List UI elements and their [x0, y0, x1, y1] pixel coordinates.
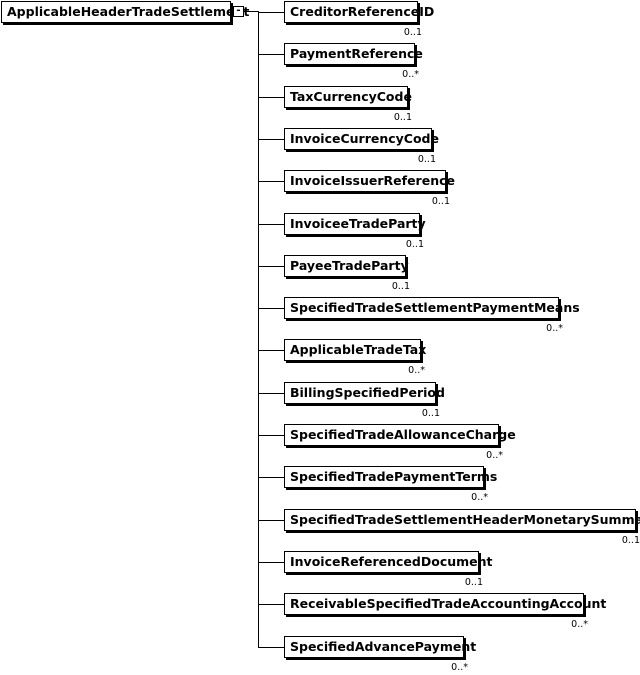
cardinality-label: 0..*: [402, 69, 419, 80]
child-element-node[interactable]: SpecifiedTradeAllowanceCharge: [284, 424, 516, 446]
element-name-label: SpecifiedTradeSettlementHeaderMonetarySu…: [290, 512, 640, 527]
element-name-label: InvoiceeTradeParty: [290, 216, 426, 231]
element-name-label: PaymentReference: [290, 46, 423, 61]
cardinality-label: 0..1: [417, 154, 436, 165]
element-name-label: PayeeTradeParty: [290, 258, 409, 273]
element-name-label: TaxCurrencyCode: [290, 89, 412, 104]
element-name-label: SpecifiedTradePaymentTerms: [290, 469, 498, 484]
element-name-label: InvoiceCurrencyCode: [290, 131, 439, 146]
cardinality-label: 0..*: [546, 323, 563, 334]
branch-connector: [258, 12, 284, 13]
branch-connector: [258, 181, 284, 182]
root-element-node[interactable]: ApplicableHeaderTradeSettlement: [1, 1, 249, 23]
branch-connector: [258, 647, 284, 648]
branch-connector: [258, 224, 284, 225]
branch-connector: [258, 435, 284, 436]
branch-connector: [258, 562, 284, 563]
child-element-node[interactable]: BillingSpecifiedPeriod: [284, 382, 445, 404]
branch-connector: [258, 350, 284, 351]
child-element-node[interactable]: InvoiceeTradeParty: [284, 213, 426, 235]
child-element-node[interactable]: ApplicableTradeTax: [284, 339, 426, 361]
element-name-label: CreditorReferenceID: [290, 4, 435, 19]
branch-connector: [258, 308, 284, 309]
element-name-label: InvoiceReferencedDocument: [290, 554, 493, 569]
element-name-label: BillingSpecifiedPeriod: [290, 385, 445, 400]
cardinality-label: 0..1: [403, 27, 422, 38]
branch-connector: [258, 393, 284, 394]
cardinality-label: 0..1: [393, 112, 412, 123]
child-element-node[interactable]: ReceivableSpecifiedTradeAccountingAccoun…: [284, 593, 606, 615]
tree-spine-line: [258, 11, 259, 648]
element-name-label: SpecifiedTradeSettlementPaymentMeans: [290, 300, 580, 315]
element-name-label: SpecifiedTradeAllowanceCharge: [290, 427, 516, 442]
child-element-node[interactable]: CreditorReferenceID: [284, 1, 434, 23]
cardinality-label: 0..1: [464, 577, 483, 588]
branch-connector: [258, 266, 284, 267]
collapse-toggle-icon[interactable]: -: [233, 6, 244, 17]
root-element-label: ApplicableHeaderTradeSettlement: [7, 4, 250, 19]
element-name-label: ApplicableTradeTax: [290, 342, 427, 357]
child-element-node[interactable]: PaymentReference: [284, 43, 423, 65]
child-element-node[interactable]: SpecifiedTradePaymentTerms: [284, 466, 497, 488]
child-element-node[interactable]: SpecifiedTradeSettlementHeaderMonetarySu…: [284, 509, 640, 531]
element-name-label: InvoiceIssuerReference: [290, 173, 455, 188]
child-element-node[interactable]: SpecifiedAdvancePayment: [284, 636, 476, 658]
cardinality-label: 0..*: [408, 365, 425, 376]
cardinality-label: 0..*: [471, 492, 488, 503]
child-element-node[interactable]: SpecifiedTradeSettlementPaymentMeans: [284, 297, 580, 319]
element-name-label: ReceivableSpecifiedTradeAccountingAccoun…: [290, 596, 607, 611]
branch-connector: [258, 477, 284, 478]
cardinality-label: 0..*: [451, 662, 468, 673]
branch-connector: [258, 54, 284, 55]
cardinality-label: 0..*: [486, 450, 503, 461]
child-element-node[interactable]: TaxCurrencyCode: [284, 86, 412, 108]
child-element-node[interactable]: InvoiceReferencedDocument: [284, 551, 493, 573]
branch-connector: [258, 97, 284, 98]
root-connector: [244, 11, 258, 12]
cardinality-label: 0..1: [431, 196, 450, 207]
cardinality-label: 0..1: [391, 281, 410, 292]
branch-connector: [258, 520, 284, 521]
branch-connector: [258, 139, 284, 140]
child-element-node[interactable]: InvoiceIssuerReference: [284, 170, 455, 192]
element-name-label: SpecifiedAdvancePayment: [290, 639, 477, 654]
branch-connector: [258, 604, 284, 605]
child-element-node[interactable]: InvoiceCurrencyCode: [284, 128, 439, 150]
child-element-node[interactable]: PayeeTradeParty: [284, 255, 409, 277]
cardinality-label: 0..*: [571, 619, 588, 630]
cardinality-label: 0..1: [621, 535, 640, 546]
cardinality-label: 0..1: [421, 408, 440, 419]
cardinality-label: 0..1: [405, 239, 424, 250]
